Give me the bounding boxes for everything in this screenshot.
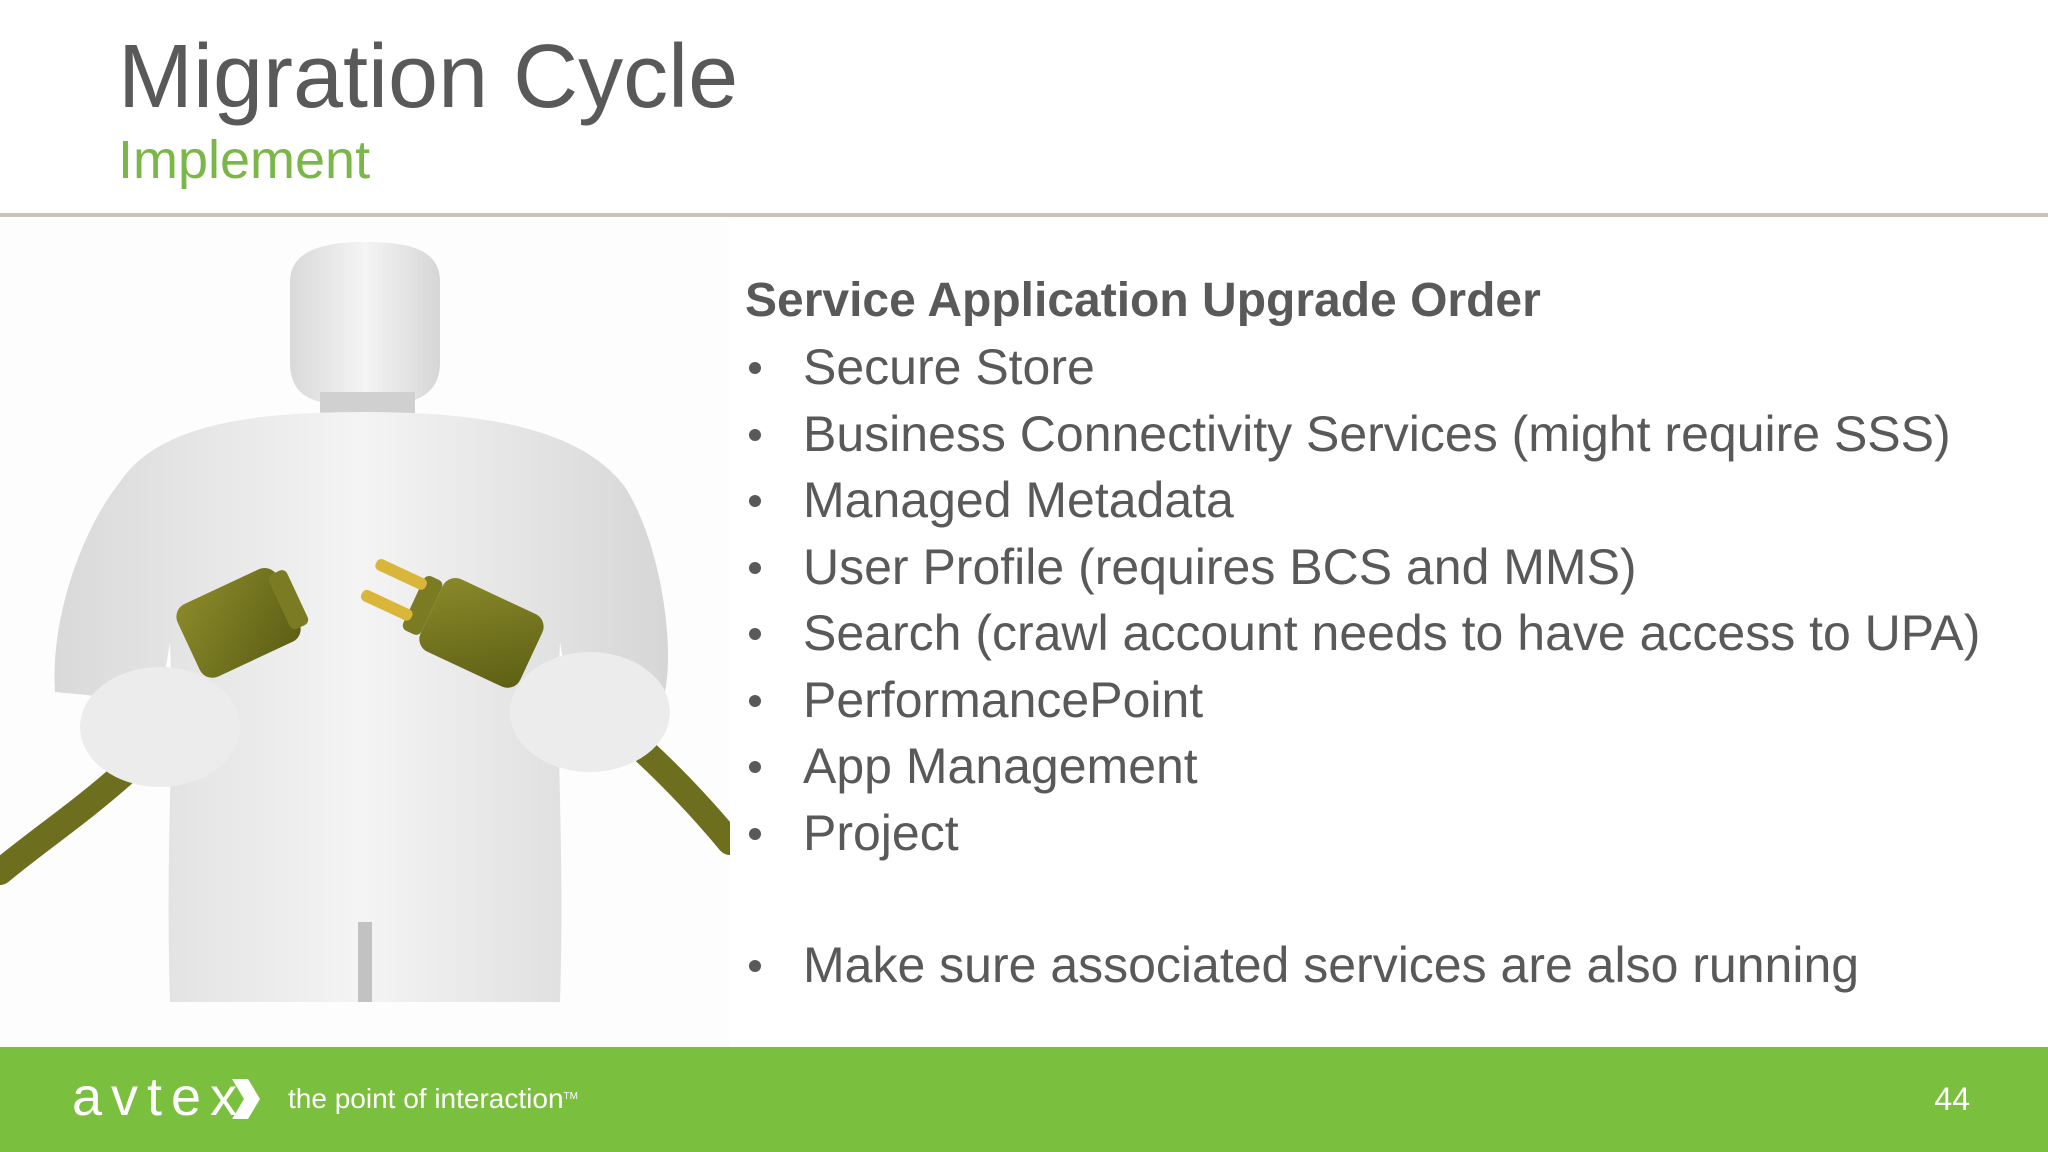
content-area: Service Application Upgrade Order Secure… [745,268,2025,999]
page-number: 44 [1934,1081,1970,1117]
footer-bar: avtex the point of interactionTM 44 [0,1047,2048,1152]
title-divider [0,213,2048,217]
trademark-mark: TM [563,1091,578,1102]
content-heading: Service Application Upgrade Order [745,274,1541,327]
list-item: User Profile (requires BCS and MMS) [745,534,2025,601]
chevron-right-icon [232,1079,260,1119]
slide-subtitle: Implement [118,130,371,190]
list-item: Search (crawl account needs to have acce… [745,600,2025,667]
avtex-logo: avtex [72,1067,247,1127]
footer-tagline: the point of interactionTM [288,1081,578,1117]
list-spacer [745,866,2025,932]
list-item: Project [745,800,2025,867]
list-item: Managed Metadata [745,467,2025,534]
note-item: Make sure associated services are also r… [745,932,2025,999]
note-list: Make sure associated services are also r… [745,932,2025,999]
list-item: Secure Store [745,334,2025,401]
list-item: App Management [745,733,2025,800]
bullet-list: Secure Store Business Connectivity Servi… [745,334,2025,866]
list-item: Business Connectivity Services (might re… [745,401,2025,468]
person-unplugging-cable-illustration [0,222,743,1047]
list-item: PerformancePoint [745,667,2025,734]
tagline-text: the point of interaction [288,1083,564,1114]
slide-title: Migration Cycle [118,27,739,127]
